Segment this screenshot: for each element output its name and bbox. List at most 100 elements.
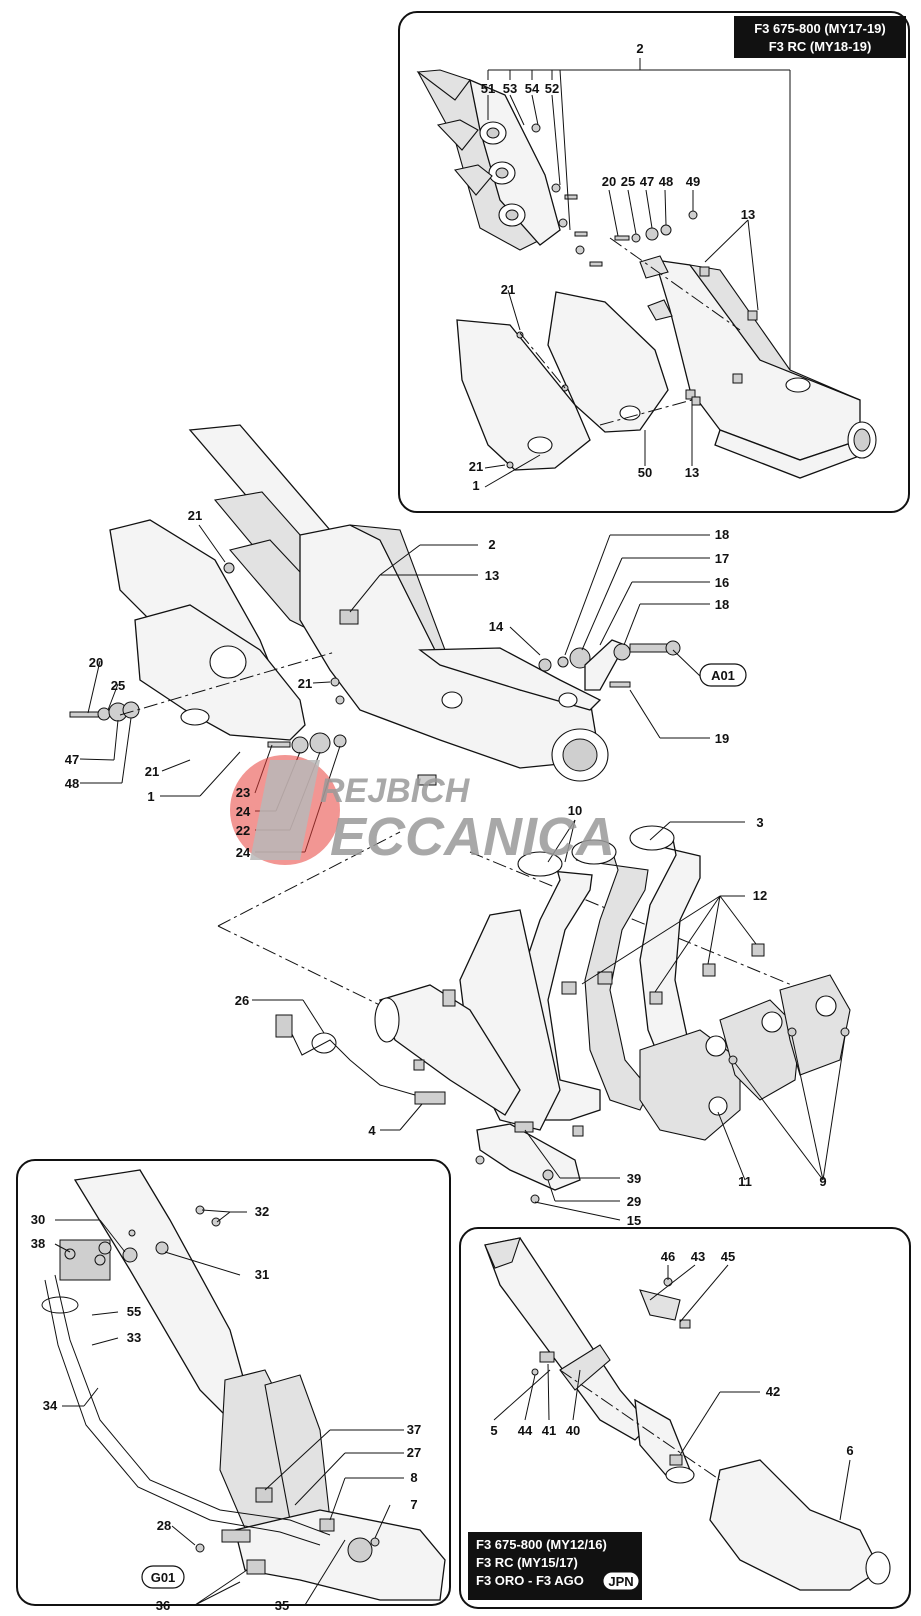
callout: 10 [568,803,582,818]
callout: 13 [685,465,699,480]
callout: 30 [31,1212,45,1227]
inset-frame-top [398,11,910,513]
cap-bolts-drawing [531,123,603,267]
callout: 44 [518,1423,533,1438]
callout: 54 [525,81,540,96]
link-pipe-drawing [374,984,521,1116]
inset-panel-bracket: G01 [16,1159,451,1606]
callout: 48 [65,776,79,791]
callout: 28 [157,1518,171,1533]
heat-guard-29 [476,1123,581,1191]
callout: 2 [488,537,495,552]
callout: 24 [236,845,251,860]
callout: 24 [236,804,251,819]
inset-header-line1: F3 675-800 (MY17-19) [754,21,886,36]
inset-header-top [734,16,906,58]
callout: 25 [111,678,125,693]
leaders-top-cap [487,58,791,380]
callout: 16 [715,575,729,590]
callout: 6 [846,1443,853,1458]
tag-a01-label: A01 [711,668,735,683]
callout: 21 [469,459,483,474]
callout: 2 [636,41,643,56]
callout: 34 [43,1398,58,1413]
jpn-badge-label: JPN [608,1574,633,1589]
bracket-hardware [538,639,681,691]
bracket-43 [639,1289,681,1321]
watermark-line2: ECCANICA [330,807,615,867]
inset-header-line2: F3 RC (MY18-19) [769,39,872,54]
silencer-end-cap-drawing [416,69,561,251]
inset-header-b-line3: F3 ORO - F3 AGO [476,1573,584,1588]
callout: 53 [503,81,517,96]
callout: 27 [407,1445,421,1460]
callout: 19 [715,731,729,746]
callout: 18 [715,597,729,612]
callout: 11 [738,1174,752,1189]
bottom-right-leaders [493,1264,851,1521]
callout: 47 [65,752,79,767]
heat-shields-top-drawing [456,291,701,471]
hardware-top-right [608,189,759,331]
clip-13 [339,609,359,625]
callout: 38 [31,1236,45,1251]
inset-panel-my17-19: F3 675-800 (MY17-19) F3 RC (MY18-19) [398,11,910,513]
callout: 15 [627,1213,641,1228]
callout: 35 [275,1598,289,1613]
watermark-line1: REJBICH [320,772,471,810]
callout: 23 [236,785,250,800]
callout: 52 [545,81,559,96]
callout: 5 [490,1423,497,1438]
callout: 45 [721,1249,735,1264]
callout: 36 [156,1598,170,1613]
callout: 40 [566,1423,580,1438]
oxygen-sensor-connector [275,1014,293,1038]
callout: 20 [602,174,616,189]
callout: 21 [145,764,159,779]
leaders-top-lower [484,289,693,488]
callout: 47 [640,174,654,189]
silencer-6 [709,1459,881,1591]
callout: 8 [410,1470,417,1485]
callout: 26 [235,993,249,1008]
callout: 21 [501,282,515,297]
inset-header-b-line2: F3 RC (MY15/17) [476,1555,578,1570]
callout: 1 [472,478,479,493]
callout: 50 [638,465,652,480]
callout: 42 [766,1384,780,1399]
callout: 49 [686,174,700,189]
callout: 3 [756,815,763,830]
callout: 9 [819,1174,826,1189]
callout: 32 [255,1204,269,1219]
callout: 21 [188,508,202,523]
callout: 51 [481,81,495,96]
silencer-body [299,524,601,769]
callout: 1 [147,789,154,804]
callout: 29 [627,1194,641,1209]
callout: 14 [489,619,504,634]
bottom-left-leaders [54,1209,404,1606]
callout: 7 [410,1497,417,1512]
callout: 41 [542,1423,556,1438]
main-exploded-view: A01 [69,424,851,1221]
callout: 13 [741,207,755,222]
callout: 21 [298,676,312,691]
muffler-5 [484,1237,651,1441]
watermark: REJBICH ECCANICA [230,755,615,867]
callout: 20 [89,655,103,670]
inset-frame-bottom-left [16,1159,451,1606]
silencer-body-top-drawing [639,255,877,479]
jpn-badge [603,1572,639,1590]
tag-a01 [699,663,747,687]
callout: 46 [661,1249,675,1264]
callout: 18 [715,527,729,542]
callout: 4 [368,1123,376,1138]
callout: 25 [621,174,635,189]
tag-g01 [141,1565,185,1589]
callout: 55 [127,1304,141,1319]
oxygen-sensor-body [414,1091,446,1105]
tag-g01-label: G01 [151,1570,176,1585]
callout: 39 [627,1171,641,1186]
callout: 12 [753,888,767,903]
